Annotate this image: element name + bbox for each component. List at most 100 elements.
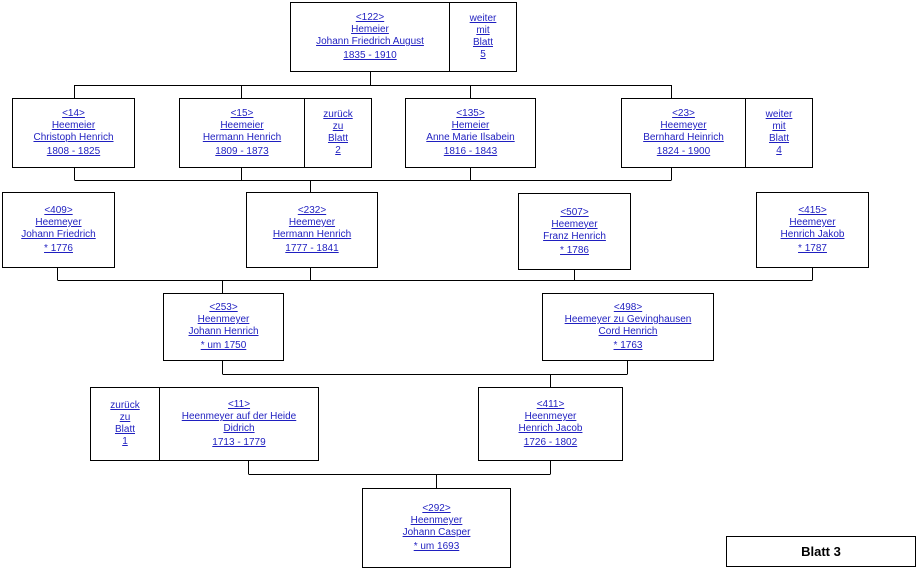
person-box-15: <15> Heemeier Hermann Henrich 1809 - 187… [179, 98, 372, 168]
person-dates[interactable]: * um 1750 [200, 340, 247, 351]
person-card-232[interactable]: <232> Heemeyer Hermann Henrich 1777 - 18… [247, 193, 377, 267]
person-id[interactable]: <122> [355, 12, 385, 23]
nav-zurueck-blatt-1[interactable]: zurück zu Blatt 1 [91, 388, 159, 460]
nav-weiter-blatt-4[interactable]: weiter mit Blatt 4 [745, 99, 812, 167]
person-surname[interactable]: Heenmeyer [524, 411, 577, 422]
person-dates[interactable]: * um 1693 [413, 541, 460, 552]
nav-link-number[interactable]: 1 [122, 436, 128, 447]
person-card-253[interactable]: <253> Heenmeyer Johann Henrich * um 1750 [164, 294, 283, 360]
person-surname[interactable]: Hemeier [451, 120, 490, 131]
person-card-507[interactable]: <507> Heemeyer Franz Henrich * 1786 [519, 194, 630, 269]
nav-link-word[interactable]: zurück [110, 400, 140, 411]
person-given-name[interactable]: Franz Henrich [543, 230, 606, 242]
person-id[interactable]: <498> [613, 302, 643, 313]
person-id[interactable]: <135> [456, 108, 485, 119]
person-id[interactable]: <14> [62, 108, 85, 119]
nav-link-word[interactable]: weiter [765, 109, 793, 120]
person-given-name[interactable]: Cord Henrich [598, 326, 658, 337]
person-surname[interactable]: Heemeyer [288, 217, 336, 228]
person-card-15[interactable]: <15> Heemeier Hermann Henrich 1809 - 187… [180, 99, 304, 167]
person-box-415: <415> Heemeyer Henrich Jakob * 1787 [756, 192, 869, 268]
person-dates[interactable]: 1726 - 1802 [523, 437, 578, 448]
person-given-name[interactable]: Bernhard Heinrich [643, 132, 724, 143]
person-card-292[interactable]: <292> Heenmeyer Johann Casper * um 1693 [363, 489, 510, 567]
person-given-name[interactable]: Johann Casper [402, 527, 471, 538]
person-given-name[interactable]: Hermann Henrich [202, 132, 282, 143]
nav-zurueck-blatt-2[interactable]: zurück zu Blatt 2 [304, 99, 371, 167]
person-given-name[interactable]: Henrich Jacob [518, 423, 583, 434]
person-surname[interactable]: Hemeier [351, 24, 389, 35]
person-given-name[interactable]: Didrich [223, 423, 255, 434]
person-given-name[interactable]: Christoph Henrich [33, 132, 114, 143]
person-surname[interactable]: Heemeyer [551, 218, 598, 230]
person-id[interactable]: <23> [672, 108, 695, 119]
person-id[interactable]: <409> [44, 205, 73, 216]
person-id[interactable]: <11> [227, 399, 251, 410]
nav-link-word[interactable]: Blatt [768, 133, 789, 144]
person-given-name[interactable]: Johann Henrich [188, 326, 259, 337]
person-box-135: <135> Hemeier Anne Marie Ilsabein 1816 -… [405, 98, 536, 168]
person-id[interactable]: <415> [798, 205, 827, 216]
nav-link-word[interactable]: mit [476, 25, 490, 36]
nav-weiter-blatt-5[interactable]: weiter mit Blatt 5 [449, 3, 516, 71]
nav-link-word[interactable]: mit [772, 121, 786, 132]
person-card-23[interactable]: <23> Heemeyer Bernhard Heinrich 1824 - 1… [622, 99, 745, 167]
nav-link-number[interactable]: 5 [480, 49, 486, 60]
person-surname[interactable]: Heenmeyer [410, 515, 463, 526]
person-surname[interactable]: Heemeyer [789, 217, 836, 228]
person-surname[interactable]: Heemeier [220, 120, 264, 131]
person-id[interactable]: <507> [560, 206, 589, 218]
person-card-411[interactable]: <411> Heenmeyer Henrich Jacob 1726 - 180… [479, 388, 622, 460]
nav-link-word[interactable]: Blatt [114, 424, 135, 435]
person-dates[interactable]: 1816 - 1843 [443, 146, 498, 157]
person-given-name[interactable]: Hermann Henrich [272, 229, 352, 240]
person-id[interactable]: <232> [297, 205, 327, 216]
person-box-507: <507> Heemeyer Franz Henrich * 1786 [518, 193, 631, 270]
person-given-name[interactable]: Johann Friedrich [21, 229, 96, 240]
sheet-label: Blatt 3 [726, 536, 916, 567]
person-dates[interactable]: * 1763 [613, 340, 643, 351]
nav-link-word[interactable]: zurück [323, 109, 353, 120]
nav-link-number[interactable]: 2 [335, 145, 341, 156]
person-card-14[interactable]: <14> Heemeier Christoph Henrich 1808 - 1… [13, 99, 134, 167]
person-surname[interactable]: Heemeyer [35, 217, 82, 228]
person-card-409[interactable]: <409> Heemeyer Johann Friedrich * 1776 [3, 193, 114, 267]
person-surname[interactable]: Heenmeyer [197, 314, 250, 325]
person-box-253: <253> Heenmeyer Johann Henrich * um 1750 [163, 293, 284, 361]
nav-link-word[interactable]: Blatt [327, 133, 348, 144]
person-dates[interactable]: * 1776 [44, 243, 73, 254]
person-id[interactable]: <15> [230, 108, 254, 119]
person-dates[interactable]: 1777 - 1841 [285, 243, 339, 254]
person-dates[interactable]: 1809 - 1873 [215, 146, 269, 157]
nav-link-number[interactable]: 4 [776, 145, 782, 156]
person-given-name[interactable]: Henrich Jakob [780, 229, 845, 240]
nav-link-word[interactable]: weiter [469, 13, 497, 24]
nav-link-word[interactable]: Blatt [472, 37, 493, 48]
person-card-122[interactable]: <122> Hemeier Johann Friedrich August 18… [291, 3, 449, 71]
person-card-498[interactable]: <498> Heemeyer zu Gevinghausen Cord Henr… [543, 294, 713, 360]
person-box-232: <232> Heemeyer Hermann Henrich 1777 - 18… [246, 192, 378, 268]
person-card-135[interactable]: <135> Hemeier Anne Marie Ilsabein 1816 -… [406, 99, 535, 167]
person-id[interactable]: <411> [536, 399, 565, 410]
person-surname[interactable]: Heemeier [51, 120, 96, 131]
person-given-name[interactable]: Anne Marie Ilsabein [426, 132, 515, 143]
person-box-411: <411> Heenmeyer Henrich Jacob 1726 - 180… [478, 387, 623, 461]
person-surname[interactable]: Heemeyer zu Gevinghausen [564, 314, 692, 325]
person-dates[interactable]: 1713 - 1779 [212, 437, 266, 448]
person-id[interactable]: <253> [209, 302, 238, 313]
person-dates[interactable]: 1835 - 1910 [343, 50, 397, 61]
person-given-name[interactable]: Johann Friedrich August [316, 36, 424, 47]
person-box-23: <23> Heemeyer Bernhard Heinrich 1824 - 1… [621, 98, 813, 168]
person-dates[interactable]: 1808 - 1825 [46, 146, 101, 157]
person-dates[interactable]: * 1787 [798, 243, 827, 254]
person-card-415[interactable]: <415> Heemeyer Henrich Jakob * 1787 [757, 193, 868, 267]
person-card-11[interactable]: <11> Heenmeyer auf der Heide Didrich 171… [159, 388, 318, 460]
person-surname[interactable]: Heemeyer [660, 120, 707, 131]
person-dates[interactable]: 1824 - 1900 [656, 146, 711, 157]
person-dates[interactable]: * 1786 [560, 244, 589, 256]
person-surname[interactable]: Heenmeyer auf der Heide [181, 411, 297, 422]
nav-link-word[interactable]: zu [332, 121, 344, 132]
nav-link-word[interactable]: zu [119, 412, 131, 423]
person-id[interactable]: <292> [422, 503, 451, 514]
